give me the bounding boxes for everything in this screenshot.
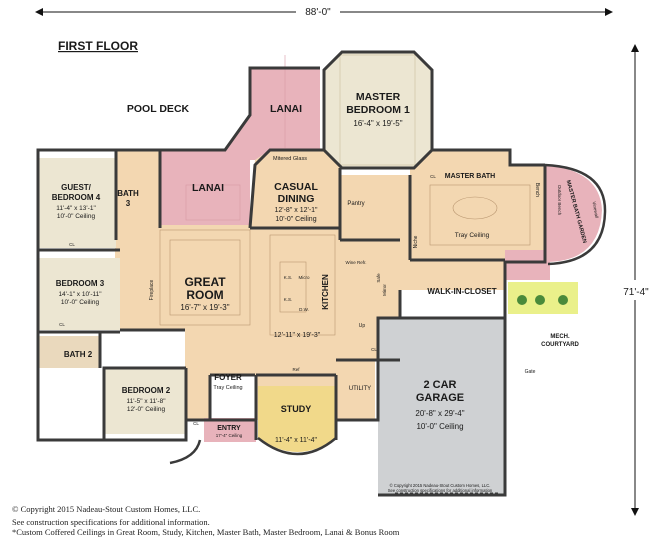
depth-dimension-label: 71'-4": [623, 287, 649, 298]
bedroom3-ceiling: 10'-0" Ceiling: [61, 299, 100, 306]
closet-label-kitchen: CL: [371, 347, 377, 352]
bath3-label-1: BATH: [117, 189, 139, 198]
ks-label-1: K.S.: [284, 275, 293, 280]
master-bath-label: MASTER BATH: [445, 173, 495, 180]
mitered-glass-label: Mitered Glass: [273, 156, 307, 162]
garage-label-1: 2 CAR: [423, 379, 456, 391]
walls: [36, 50, 547, 497]
master-bedroom-fill: [324, 52, 432, 168]
closet-label-master: CL: [430, 174, 436, 179]
pool-deck-label: POOL DECK: [127, 103, 190, 115]
safe-label: Safe: [376, 273, 381, 283]
footer-ceilings-note: *Custom Coffered Ceilings in Great Room,…: [12, 527, 400, 537]
curved-walls: [169, 163, 607, 465]
micro-label: Micro: [299, 275, 310, 280]
floor-area: [115, 150, 545, 420]
lanai-left-label: LANAI: [192, 182, 224, 194]
bedroom3-dim: 14'-1" x 10'-11": [58, 291, 102, 298]
master-garden-fill: [545, 165, 602, 262]
great-room-label-2: ROOM: [186, 288, 223, 302]
garage-fill: [378, 318, 505, 495]
bedroom2-ceiling: 12'-0" Ceiling: [127, 406, 166, 413]
niche-label: Niche: [413, 235, 419, 248]
dw-label: D.W.: [299, 307, 309, 312]
mech-courtyard-label-1: MECH.: [550, 334, 570, 340]
study-dim: 11'-4" x 11'-4": [275, 437, 318, 444]
vinewall-label: Vinewall: [592, 201, 600, 218]
room-fills: [38, 52, 602, 495]
bath2-fill: [38, 336, 100, 368]
plan-title: FIRST FLOOR: [58, 39, 138, 53]
floor-details: [159, 54, 531, 336]
master-bedroom-label-1: MASTER: [356, 91, 401, 103]
width-dimension: 88'-0": [35, 4, 613, 18]
outdoor-bench-label: Outdoor Bench: [557, 185, 562, 216]
study-label: STUDY: [281, 404, 312, 414]
foyer-label: FOYER: [214, 373, 242, 382]
ref-label: Ref: [292, 367, 300, 372]
guest-bedroom-label-1: GUEST/: [61, 183, 92, 192]
mirror-label: Mirror: [382, 284, 387, 296]
entry-ceiling: 17'-4" Ceiling: [216, 433, 243, 438]
garage-label-2: GARAGE: [416, 392, 464, 404]
entry-label: ENTRY: [217, 425, 241, 432]
bedroom2-dim: 11'-5" x 11'-8": [126, 398, 166, 405]
foyer-ceiling: Tray Ceiling: [213, 385, 242, 391]
closet-label-bed3: CL: [59, 322, 65, 327]
great-room-dim: 16'-7" x 19'-3": [180, 303, 229, 312]
ks-label-2: K.S.: [284, 297, 293, 302]
wine-refr-label: Wine Refr.: [345, 260, 366, 265]
bedroom2-label: BEDROOM 2: [122, 386, 171, 395]
bath3-label-2: 3: [126, 199, 131, 208]
up-label: Up: [359, 323, 366, 329]
garage-spec-note: See construction specifications for addi…: [388, 488, 493, 493]
walk-in-closet-label: WALK-IN-CLOSET: [427, 287, 496, 296]
bedroom3-fill: [38, 258, 120, 330]
closet-label-bed2: CL: [193, 421, 199, 426]
guest-bedroom-fill: [38, 158, 116, 248]
casual-dining-label-1: CASUAL: [274, 181, 318, 193]
guest-bedroom-ceiling: 10'-0" Ceiling: [57, 213, 96, 220]
bedroom2-fill: [104, 368, 186, 434]
casual-dining-dim: 12'-8" x 12'-1": [274, 207, 318, 214]
pantry-label: Pantry: [347, 201, 364, 207]
utility-label: UTILITY: [349, 386, 371, 392]
garage-copyright: © Copyright 2015 Nadeau-Stout Custom Hom…: [390, 483, 491, 488]
casual-dining-label-2: DINING: [278, 193, 315, 205]
great-room-label-1: GREAT: [184, 275, 226, 289]
mech-courtyard-label-2: COURTYARD: [541, 342, 579, 348]
gate-label: Gate: [525, 369, 536, 375]
master-bedroom-dim: 16'-4" x 19'-5": [353, 119, 402, 128]
guest-bedroom-label-2: BEDROOM 4: [52, 193, 101, 202]
depth-dimension: 71'-4": [622, 44, 652, 516]
garage-ceiling: 10'-0" Ceiling: [416, 422, 463, 431]
footer-spec-note: See construction specifications for addi…: [12, 517, 210, 527]
closet-label-guest: CL: [69, 242, 75, 247]
guest-bedroom-dim: 11'-4" x 13'-1": [56, 205, 96, 212]
kitchen-dim: 12'-11" x 19'-3": [274, 332, 321, 339]
study-fill: [258, 386, 336, 452]
lanai-top-label: LANAI: [270, 103, 302, 115]
casual-dining-ceiling: 10'-0" Ceiling: [275, 216, 316, 223]
master-bedroom-label-2: BEDROOM 1: [346, 104, 410, 116]
bath2-label: BATH 2: [64, 350, 93, 359]
bench-label: Bench: [534, 183, 540, 197]
garden-plants: [517, 295, 568, 305]
bedroom3-label: BEDROOM 3: [56, 279, 105, 288]
footer-copyright: © Copyright 2015 Nadeau-Stout Custom Hom…: [12, 504, 201, 514]
fireplace-label: Fireplace: [149, 280, 155, 301]
lanai-left: [160, 115, 250, 225]
master-bath-tray-ceiling: Tray Ceiling: [455, 232, 490, 239]
width-dimension-label: 88'-0": [305, 7, 331, 18]
kitchen-label: KITCHEN: [321, 274, 330, 310]
garage-dim: 20'-8" x 29'-4": [415, 409, 464, 418]
